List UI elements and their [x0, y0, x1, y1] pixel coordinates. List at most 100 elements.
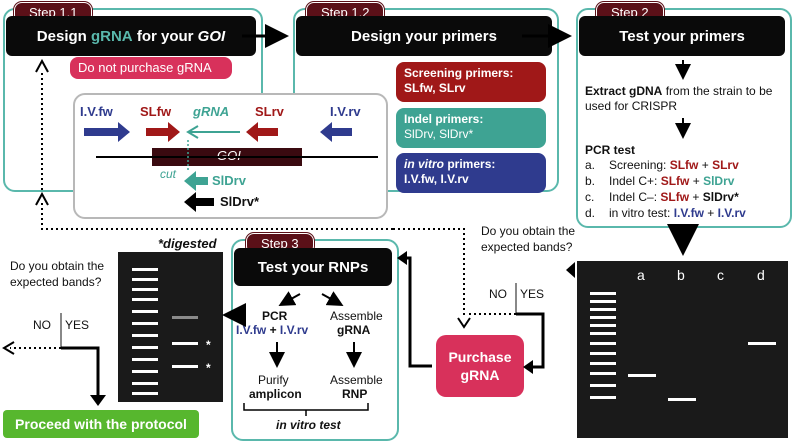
yes-arrow-left [61, 346, 100, 398]
ladder-band [590, 342, 616, 345]
primers-suffix: primers: [444, 157, 496, 171]
ladder-band [132, 346, 158, 349]
purchase-grna-box: Purchase gRNA [436, 335, 524, 397]
lane-d-band [748, 342, 776, 345]
pcr-primer-2: I.V.rv [717, 206, 746, 220]
pcr-test-label: Indel C–: [609, 190, 661, 204]
pcr-primer-2: SlDrv* [702, 190, 739, 204]
ladder-band [132, 358, 158, 361]
ladder-band [132, 298, 158, 301]
in-vitro-label: in vitro [404, 157, 445, 171]
in-vitro-primers-values: I.V.fw, I.V.rv [404, 172, 469, 186]
ivrv-arrow [320, 122, 352, 142]
pcr-test-row: a.Screening: SLfw + SLrv [585, 157, 746, 173]
sldrv-star-arrow [184, 192, 214, 212]
ladder-band [590, 316, 616, 319]
extract-text: Extract gDNA from the strain to be used … [585, 84, 785, 114]
do-not-purchase-warning: Do not purchase gRNA [70, 57, 232, 79]
gel-to-question-head [566, 262, 575, 278]
pcr-test-row: d.in vitro test: I.V.fw + I.V.rv [585, 205, 746, 221]
lane-d: d [757, 267, 765, 283]
pcr-plus: + [698, 158, 713, 172]
yes-right: YES [520, 287, 545, 301]
pcr-test-label: Indel C+: [609, 174, 661, 188]
in-vitro-test-footer: in vitro test [276, 418, 341, 432]
pcr-test-title: PCR test [585, 143, 636, 157]
pcr-primer-1: SLfw [660, 190, 690, 204]
ladder-band [590, 332, 616, 335]
screening-primers-box: Screening primers: SLfw, SLrv [396, 62, 546, 102]
pcr-primers: I.V.fw + I.V.rv [236, 323, 308, 337]
digested-label: *digested [158, 236, 217, 251]
yes-arrowhead-left [90, 395, 106, 406]
screening-primers-title: Screening primers: [404, 66, 514, 80]
in-vitro-primers-box: in vitro primers: I.V.fw, I.V.rv [396, 153, 546, 193]
grna-arrowhead [186, 125, 199, 139]
slrv-label: SLrv [255, 104, 284, 119]
no-arrowhead-right [457, 317, 471, 329]
pcr-primer-b: I.V.rv [279, 323, 309, 337]
ladder-band [590, 396, 616, 399]
yes-arrowhead-right [523, 360, 533, 374]
indel-primers-values: SlDrv, SlDrv* [404, 127, 474, 141]
slfw-arrow [146, 122, 180, 142]
assemble-label: Assemble [330, 309, 383, 323]
title-goi: GOI [197, 27, 226, 45]
star-2: * [206, 361, 211, 375]
lane-a: a [637, 267, 645, 283]
ladder-band [590, 352, 616, 355]
purchase-to-step3-head [397, 251, 407, 265]
ladder-band [590, 300, 616, 303]
pcr-plus: + [689, 174, 704, 188]
arrow-step3-assemble [321, 291, 344, 306]
ladder-band [132, 278, 158, 281]
lane-c: c [717, 267, 724, 283]
extract-rest: from the strain to be used for CRISPR [585, 84, 776, 113]
in-vitro-bracket [243, 403, 369, 416]
purchase-to-step3 [402, 256, 432, 368]
pcr-plus: + [266, 323, 280, 337]
digested-band [172, 365, 198, 368]
dotted-loop-left [41, 200, 393, 230]
arrow-step3-pcr [278, 291, 301, 306]
gel-digest [118, 252, 223, 402]
ladder-band [132, 268, 158, 271]
ladder-band [590, 308, 616, 311]
ladder-band [590, 384, 616, 387]
step-1-2-title-bar: Design your primers [296, 16, 552, 56]
pcr-primer-2: SlDrv [703, 174, 735, 188]
cut-label: cut [160, 167, 177, 181]
star-1: * [206, 338, 211, 352]
dotted-arrowhead-up-1 [35, 191, 49, 206]
pcr-plus: + [689, 190, 703, 204]
pcr-primer-1: I.V.fw [673, 206, 704, 220]
ladder-band [590, 324, 616, 327]
amplicon-label: amplicon [249, 387, 302, 401]
step-1-1-title-bar: Design gRNA for your GOI [6, 16, 256, 56]
slfw-label: SLfw [140, 104, 172, 119]
title-grna: gRNA [90, 27, 133, 45]
question-left: Do you obtain the expected bands? [10, 259, 105, 289]
rnp-label: RNP [342, 387, 368, 401]
lane-b: b [677, 267, 685, 283]
ladder-band [590, 292, 616, 295]
title-part: Design [36, 27, 91, 45]
ladder-band [590, 362, 616, 365]
pcr-test-label: Screening: [609, 158, 670, 172]
ivrv-label: I.V.rv [330, 104, 361, 119]
undigested-band [172, 316, 198, 319]
pcr-primer-2: SLrv [712, 158, 739, 172]
ladder-band [132, 382, 158, 385]
pcr-letter: d. [585, 206, 596, 220]
screening-primers-values: SLfw, SLrv [404, 81, 466, 95]
lane-b-band [668, 398, 696, 401]
grna-label: gRNA [193, 104, 230, 119]
pcr-test-row: c.Indel C–: SLfw + SlDrv* [585, 189, 746, 205]
pcr-test-label: in vitro test: [609, 206, 674, 220]
gel-primer-test [577, 261, 788, 438]
ladder-band [132, 370, 158, 373]
slrv-arrow [246, 122, 278, 142]
indel-primers-box: Indel primers: SlDrv, SlDrv* [396, 108, 546, 148]
